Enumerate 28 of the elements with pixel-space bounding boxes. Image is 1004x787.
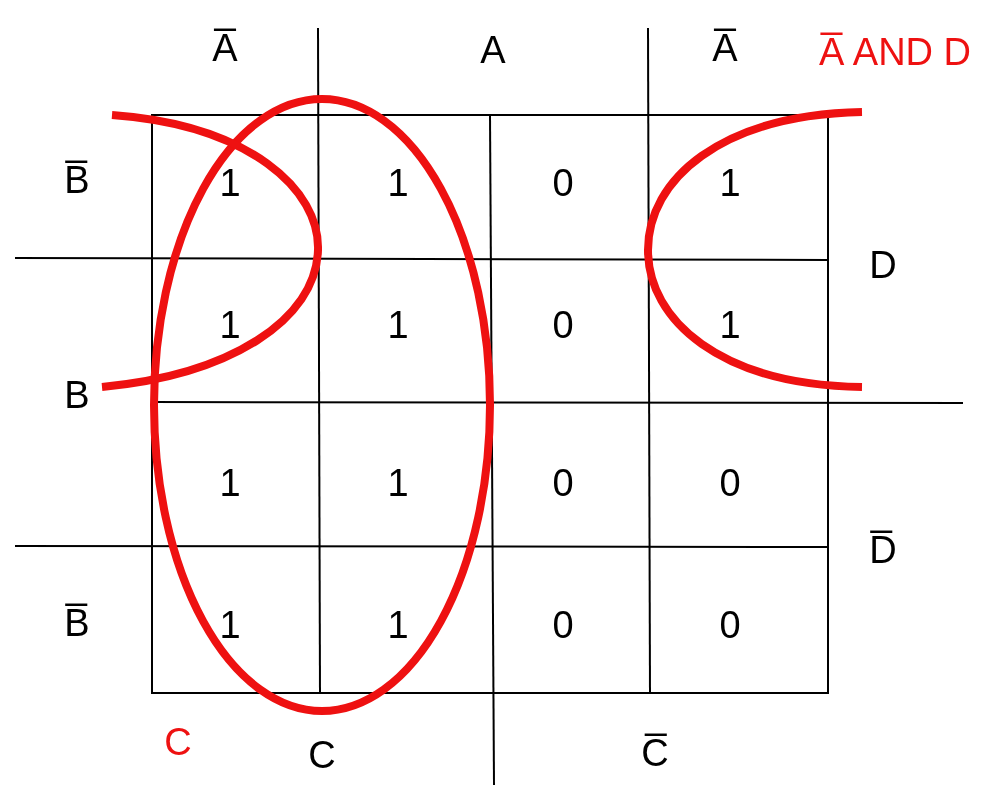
cell-value: 1 [219, 306, 241, 344]
cell-value: 1 [387, 164, 409, 202]
cell-value: 0 [719, 464, 741, 502]
cell-value: 1 [219, 606, 241, 644]
variable-label: A̅ [212, 29, 238, 67]
variable-label: D̅ [869, 531, 897, 569]
variable-label: C̅ [641, 734, 669, 772]
cell-value: 1 [219, 164, 241, 202]
cell-value: 1 [387, 464, 409, 502]
variable-label: D [869, 246, 897, 284]
variable-label: B [64, 376, 90, 414]
cell-value: 0 [552, 464, 574, 502]
term-label: C [164, 723, 192, 761]
variable-label: C [308, 736, 336, 774]
cell-value: 0 [719, 606, 741, 644]
variable-label: A̅ [712, 29, 738, 67]
cell-value: 0 [552, 306, 574, 344]
variable-label: B̅ [64, 604, 90, 642]
term-label: A̅ AND D [819, 33, 971, 71]
cell-value: 0 [552, 164, 574, 202]
cell-value: 0 [552, 606, 574, 644]
variable-label: B̅ [64, 161, 90, 199]
cell-value: 1 [719, 306, 741, 344]
cell-value: 1 [219, 464, 241, 502]
cell-value: 1 [719, 164, 741, 202]
cell-value: 1 [387, 306, 409, 344]
cell-value: 1 [387, 606, 409, 644]
variable-label: A [480, 31, 506, 69]
